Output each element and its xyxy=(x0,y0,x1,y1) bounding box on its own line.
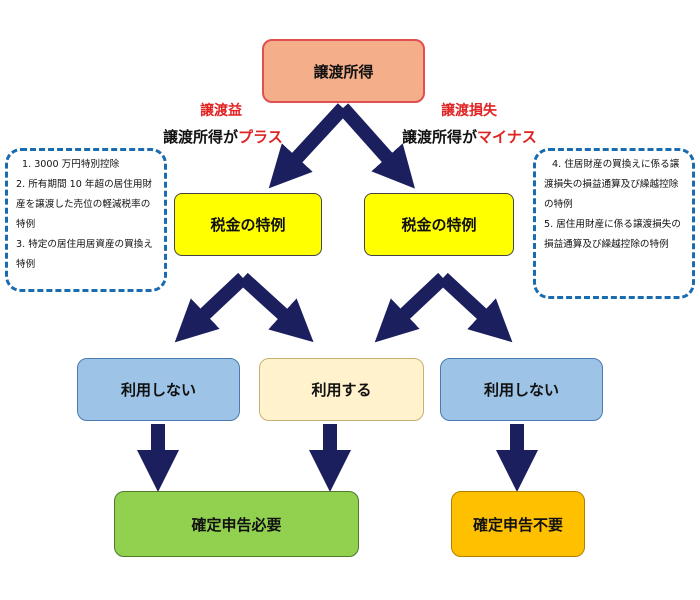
gain-condition: 譲渡所得がプラス xyxy=(163,126,283,147)
filing-not-required-box: 確定申告不要 xyxy=(451,491,585,557)
filing-required-box: 確定申告必要 xyxy=(114,491,359,557)
arrow-right-to-not-use xyxy=(438,272,513,343)
note-item-4: 4. 住居財産の買換えに係る譲渡損失の損益通算及び繰越控除の特例 xyxy=(544,159,680,210)
loss-title: 譲渡損失 xyxy=(441,103,497,119)
right-special-notes: 4. 住居財産の買換えに係る譲渡損失の損益通算及び繰越控除の特例 5. 居住用財… xyxy=(533,148,695,299)
special-provision-right-box: 税金の特例 xyxy=(364,193,514,256)
loss-condition-prefix: 譲渡所得が xyxy=(402,128,478,146)
arrow-left-to-use xyxy=(238,272,314,343)
arrow-top-to-right xyxy=(337,103,415,189)
arrow-right-to-use xyxy=(374,272,448,343)
note-item-2: 2. 所有期間 10 年超の居住用財産を譲渡した売位の軽減税率の特例 xyxy=(16,179,153,230)
gain-title: 譲渡益 xyxy=(200,103,242,119)
arrow-top-to-left xyxy=(268,103,349,189)
note-item-1: 1. 3000 万円特別控除 xyxy=(22,159,120,170)
loss-condition: 譲渡所得がマイナス xyxy=(402,126,537,147)
note-item-5: 5. 居住用財産に係る譲渡損失の損益通算及び繰越控除の特例 xyxy=(544,219,681,250)
left-special-notes: 1. 3000 万円特別控除 2. 所有期間 10 年超の居住用財産を譲渡した売… xyxy=(5,148,167,292)
gain-condition-prefix: 譲渡所得が xyxy=(163,128,239,146)
transfer-income-box: 譲渡所得 xyxy=(262,39,425,103)
gain-condition-emphasis: プラス xyxy=(238,128,283,146)
special-provision-left-box: 税金の特例 xyxy=(174,193,322,256)
use-middle-box: 利用する xyxy=(259,358,424,421)
note-item-3: 3. 特定の居住用居資産の買換え特例 xyxy=(16,239,153,270)
not-use-left-box: 利用しない xyxy=(77,358,240,421)
arrow-left-to-not-use xyxy=(174,272,248,343)
loss-condition-emphasis: マイナス xyxy=(477,128,537,146)
not-use-right-box: 利用しない xyxy=(440,358,603,421)
